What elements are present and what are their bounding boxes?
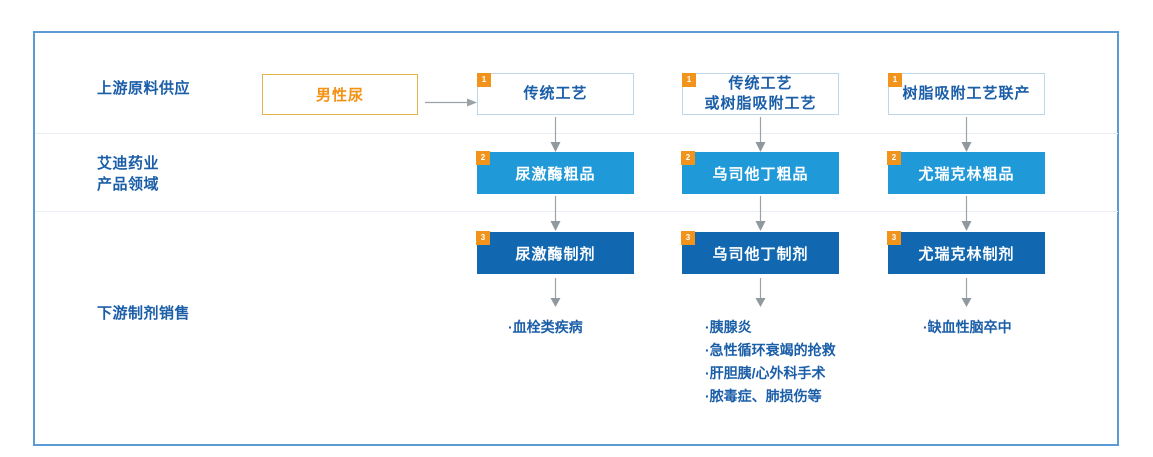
row-label-upstream: 上游原料供应 — [97, 80, 191, 97]
row-label-products: 艾迪药业 产品领域 — [97, 155, 160, 193]
indication-item: ·血栓类疾病 — [508, 319, 583, 335]
indication-list-col3: ·缺血性脑卒中 — [923, 316, 1012, 339]
product-node-label: 尿激酶粗品 — [515, 165, 596, 183]
badge-number-icon: 1 — [682, 73, 696, 87]
arrow-tier1-to-tier2-col3 — [961, 117, 972, 153]
source-box-male-urine: 男性尿 — [262, 74, 418, 115]
arrow-tier3-to-indications-col2 — [755, 278, 766, 308]
indication-item: ·胰腺炎 — [705, 319, 752, 335]
process-node-label: 树脂吸附工艺联产 — [902, 85, 1031, 102]
formulation-node-tier3-col1[interactable]: 3 尿激酶制剂 — [476, 231, 634, 274]
product-node-tier2-col3[interactable]: 2 尤瑞克林粗品 — [887, 151, 1045, 194]
process-node-tier1-col2[interactable]: 1 传统工艺 或树脂吸附工艺 — [682, 73, 839, 115]
badge-number-icon: 3 — [476, 231, 490, 245]
row-label-downstream: 下游制剂销售 — [97, 305, 191, 322]
product-node-tier2-col1[interactable]: 2 尿激酶粗品 — [476, 151, 634, 194]
badge-number-icon: 1 — [888, 73, 902, 87]
badge-number-icon: 3 — [681, 231, 695, 245]
product-node-label: 乌司他丁粗品 — [712, 165, 809, 183]
arrow-tier1-to-tier2-col2 — [755, 117, 766, 153]
badge-number-icon: 2 — [681, 151, 695, 165]
product-node-label: 尤瑞克林粗品 — [918, 165, 1015, 183]
process-node-label: 传统工艺 — [523, 85, 588, 102]
badge-number-icon: 2 — [887, 151, 901, 165]
badge-number-icon: 3 — [887, 231, 901, 245]
row-divider-1 — [35, 133, 1118, 134]
arrow-tier3-to-indications-col3 — [961, 278, 972, 308]
arrow-tier2-to-tier3-col3 — [961, 196, 972, 232]
badge-number-icon: 2 — [476, 151, 490, 165]
badge-number-icon: 1 — [477, 73, 491, 87]
indication-list-col2: ·胰腺炎 ·急性循环衰竭的抢救 ·肝胆胰/心外科手术 ·脓毒症、肺损伤等 — [705, 316, 836, 408]
formulation-node-label: 尤瑞克林制剂 — [918, 245, 1015, 263]
process-node-tier1-col1[interactable]: 1 传统工艺 — [477, 73, 634, 115]
arrow-tier1-to-tier2-col1 — [550, 117, 561, 153]
arrow-tier3-to-indications-col1 — [550, 278, 561, 308]
arrow-source-to-process — [425, 94, 477, 107]
formulation-node-label: 尿激酶制剂 — [515, 245, 596, 263]
indication-list-col1: ·血栓类疾病 — [508, 316, 583, 339]
indication-item: ·急性循环衰竭的抢救 — [705, 342, 836, 358]
indication-item: ·肝胆胰/心外科手术 — [705, 365, 826, 381]
formulation-node-tier3-col2[interactable]: 3 乌司他丁制剂 — [681, 231, 839, 274]
indication-item: ·缺血性脑卒中 — [923, 319, 1012, 335]
formulation-node-tier3-col3[interactable]: 3 尤瑞克林制剂 — [887, 231, 1045, 274]
indication-item: ·脓毒症、肺损伤等 — [705, 388, 822, 404]
arrow-tier2-to-tier3-col1 — [550, 196, 561, 232]
formulation-node-label: 乌司他丁制剂 — [712, 245, 809, 263]
process-node-tier1-col3[interactable]: 1 树脂吸附工艺联产 — [888, 73, 1045, 115]
process-node-label: 传统工艺 或树脂吸附工艺 — [704, 75, 817, 112]
arrow-tier2-to-tier3-col2 — [755, 196, 766, 232]
row-divider-2 — [35, 211, 1118, 212]
source-box-label: 男性尿 — [315, 87, 364, 104]
product-node-tier2-col2[interactable]: 2 乌司他丁粗品 — [681, 151, 839, 194]
